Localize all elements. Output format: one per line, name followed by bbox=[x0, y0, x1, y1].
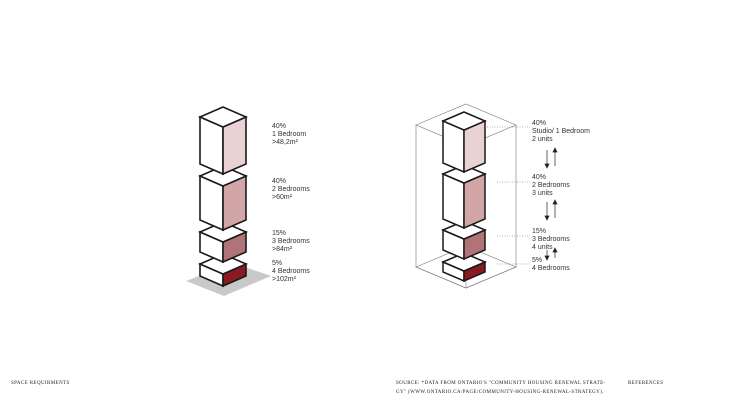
left-label-1-area: >48,2m² bbox=[272, 139, 298, 147]
left-label-3-bedrooms: 15% 3 Bedrooms >84m² bbox=[272, 230, 310, 255]
left-label-1-name: 1 Bedroom bbox=[272, 131, 307, 139]
right-label-2-bedrooms: 40% 2 Bedrooms 3 units bbox=[532, 174, 570, 199]
footer-references: REFERENCES bbox=[628, 381, 664, 386]
left-label-2-bedrooms: 40% 2 Bedrooms >60m² bbox=[272, 178, 310, 203]
right-label-4-bedrooms: 5% 4 Bedrooms bbox=[532, 257, 570, 273]
left-label-1-bedroom: 40% 1 Bedroom >48,2m² bbox=[272, 123, 306, 148]
right-label-studio-1-bedroom: 40% Studio/ 1 Bedroom 2 units bbox=[532, 120, 590, 145]
left-label-4-area: >102m² bbox=[272, 276, 296, 284]
left-label-4-bedrooms: 5% 4 Bedrooms >102m² bbox=[272, 260, 310, 285]
right-label-1-units: 2 units bbox=[532, 136, 553, 144]
right-label-3-name: 3 Bedrooms bbox=[532, 236, 570, 244]
right-block-2-bedrooms bbox=[441, 164, 487, 230]
left-block-4-bedrooms bbox=[197, 253, 249, 288]
right-stack bbox=[415, 103, 558, 289]
right-label-2-pct: 40% bbox=[532, 174, 547, 181]
left-label-3-area: >84m² bbox=[272, 246, 293, 254]
right-label-4-name: 4 Bedrooms bbox=[532, 265, 570, 273]
right-label-3-bedrooms: 15% 3 Bedrooms 4 units bbox=[532, 228, 570, 253]
right-label-1-name: Studio/ 1 Bedroom bbox=[532, 128, 590, 136]
right-label-3-units: 4 units bbox=[532, 244, 553, 252]
footer-source-line-1: SOURCE: *DATA FROM ONTARIO'S "COMMUNITY … bbox=[396, 381, 606, 386]
right-leader-lines bbox=[487, 126, 530, 265]
left-label-3-name: 3 Bedrooms bbox=[272, 238, 310, 246]
left-block-2-bedrooms bbox=[197, 165, 249, 232]
right-label-2-name: 2 Bedrooms bbox=[532, 182, 570, 190]
footer-source-line-2: GY" (WWW.ONTARIO.CA/PAGE/COMMUNITY-HOUSI… bbox=[396, 390, 604, 395]
left-label-4-pct: 5% bbox=[272, 260, 283, 267]
left-block-1-bedroom bbox=[197, 106, 249, 176]
right-label-4-pct: 5% bbox=[532, 257, 543, 264]
left-label-3-pct: 15% bbox=[272, 230, 287, 237]
left-label-4-name: 4 Bedrooms bbox=[272, 268, 310, 276]
right-transition-arrows bbox=[544, 147, 558, 261]
right-block-studio-1-bedroom bbox=[441, 111, 487, 174]
right-label-3-pct: 15% bbox=[532, 228, 547, 235]
right-label-2-units: 3 units bbox=[532, 190, 553, 198]
right-block-4-bedrooms bbox=[441, 252, 487, 283]
left-label-2-name: 2 Bedrooms bbox=[272, 186, 310, 194]
footer-left-title: SPACE REQUIRMENTS bbox=[11, 381, 70, 386]
left-label-2-area: >60m² bbox=[272, 194, 293, 202]
left-label-1-pct: 40% bbox=[272, 123, 287, 130]
right-block-3-bedrooms bbox=[441, 220, 487, 261]
right-label-1-pct: 40% bbox=[532, 120, 547, 127]
left-stack bbox=[186, 106, 271, 296]
left-label-2-pct: 40% bbox=[272, 178, 287, 185]
left-block-3-bedrooms bbox=[197, 221, 249, 264]
